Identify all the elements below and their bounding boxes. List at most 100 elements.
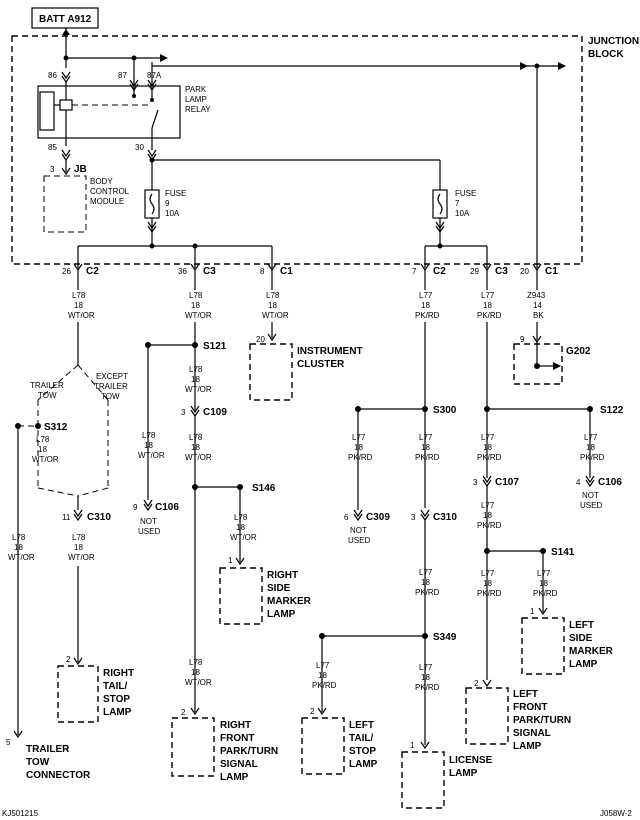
s146-label: S146 <box>252 483 276 494</box>
lfp-box <box>465 687 509 745</box>
c3a: C3 <box>203 266 216 277</box>
fuse9-l3: 10A <box>165 209 180 218</box>
w23-color: PK/RD <box>533 589 558 598</box>
w18-code: L77 <box>481 291 495 300</box>
rts-l2: TAIL/ <box>103 681 127 692</box>
lts-pin: 2 <box>310 707 315 716</box>
pin85: 85 <box>48 143 57 152</box>
c107: C107 <box>495 477 519 488</box>
w14-color: PK/RD <box>415 588 440 597</box>
junction-block-outline <box>11 35 583 265</box>
w11-color: WT/OR <box>262 311 289 320</box>
w1-gauge: 18 <box>74 301 83 310</box>
c109-pin: 3 <box>181 408 186 417</box>
w8-gauge: 18 <box>191 668 200 677</box>
w14-gauge: 18 <box>421 578 430 587</box>
w14-code: L77 <box>419 568 433 577</box>
w6-code: L78 <box>189 365 203 374</box>
w4-color: WT/OR <box>68 553 95 562</box>
s141-label: S141 <box>551 547 575 558</box>
c2a-pin: 26 <box>62 267 71 276</box>
relay-switch <box>151 109 159 129</box>
lsm-pin: 1 <box>530 607 535 616</box>
cluster-box <box>249 343 293 401</box>
bcm-id: JB <box>74 164 87 175</box>
opt-tow: TOW <box>38 391 57 400</box>
w20-color: PK/RD <box>477 521 502 530</box>
w2-code: L78 <box>36 435 50 444</box>
w19-code: L77 <box>481 433 495 442</box>
pin86-connector <box>61 71 71 84</box>
relay-name-1: PARK <box>185 85 207 94</box>
pin86: 86 <box>48 71 57 80</box>
fuse7-l3: 10A <box>455 209 470 218</box>
w3-code: L78 <box>12 533 26 542</box>
w18-color: PK/RD <box>477 311 502 320</box>
w16-gauge: 18 <box>354 443 363 452</box>
fuse9-l2: 9 <box>165 199 170 208</box>
s122-label: S122 <box>600 405 624 416</box>
w10-code: L78 <box>234 513 248 522</box>
lts-l4: LAMP <box>349 759 378 770</box>
w13-gauge: 18 <box>421 443 430 452</box>
w6-gauge: 18 <box>191 375 200 384</box>
relay-coil <box>39 91 55 131</box>
c106a-not: NOT <box>140 517 157 526</box>
c106b: C106 <box>598 477 622 488</box>
c106a-used: USED <box>138 527 160 536</box>
rfp-l5: LAMP <box>220 772 249 783</box>
c109: C109 <box>203 407 227 418</box>
w7-gauge: 18 <box>191 443 200 452</box>
c2b-pin: 7 <box>412 267 417 276</box>
w13-color: PK/RD <box>415 453 440 462</box>
lts-l2: TAIL/ <box>349 733 373 744</box>
footer-left: KJ501215 <box>2 809 39 818</box>
lfp-l2: FRONT <box>513 702 547 713</box>
w17-color: PK/RD <box>312 681 337 690</box>
w8-color: WT/OR <box>185 678 212 687</box>
w24-color: BK <box>533 311 544 320</box>
rfp-l1: RIGHT <box>220 720 251 731</box>
pin87a: 87A <box>147 71 162 80</box>
w7-color: WT/OR <box>185 453 212 462</box>
c106a: C106 <box>155 502 179 513</box>
w19-color: PK/RD <box>477 453 502 462</box>
ttc-l2: TOW <box>26 757 50 768</box>
w4-gauge: 18 <box>74 543 83 552</box>
opt-trailer: TRAILER <box>30 381 64 390</box>
w16-color: PK/RD <box>348 453 373 462</box>
c310b-pin: 3 <box>411 513 416 522</box>
w2-gauge: 18 <box>38 445 47 454</box>
c3a-pin: 36 <box>178 267 187 276</box>
c310b: C310 <box>433 512 457 523</box>
lfp-l3: PARK/TURN <box>513 715 571 726</box>
w9-code: L78 <box>142 431 156 440</box>
lsm-l4: LAMP <box>569 659 598 670</box>
lic-pin: 1 <box>410 741 415 750</box>
lsm-l2: SIDE <box>569 633 593 644</box>
c3b-pin: 29 <box>470 267 479 276</box>
w11-code: L78 <box>266 291 280 300</box>
w8-code: L78 <box>189 658 203 667</box>
w10-gauge: 18 <box>236 523 245 532</box>
w3-color: WT/OR <box>8 553 35 562</box>
bcm-pin: 3 <box>50 165 55 174</box>
c106b-not: NOT <box>582 491 599 500</box>
lfp-l1: LEFT <box>513 689 538 700</box>
w16-code: L77 <box>352 433 366 442</box>
w24-gauge: 14 <box>533 301 542 310</box>
c309-not: NOT <box>350 526 367 535</box>
relay-name-3: RELAY <box>185 105 211 114</box>
w10-color: WT/OR <box>230 533 257 542</box>
w20-code: L77 <box>481 501 495 510</box>
w9-gauge: 18 <box>144 441 153 450</box>
c2a: C2 <box>86 266 99 277</box>
s349-label: S349 <box>433 632 457 643</box>
opt-except: EXCEPT <box>96 372 128 381</box>
c1b: C1 <box>545 266 558 277</box>
ground-arrow <box>553 362 561 370</box>
pin30: 30 <box>135 143 144 152</box>
c309-pin: 6 <box>344 513 349 522</box>
